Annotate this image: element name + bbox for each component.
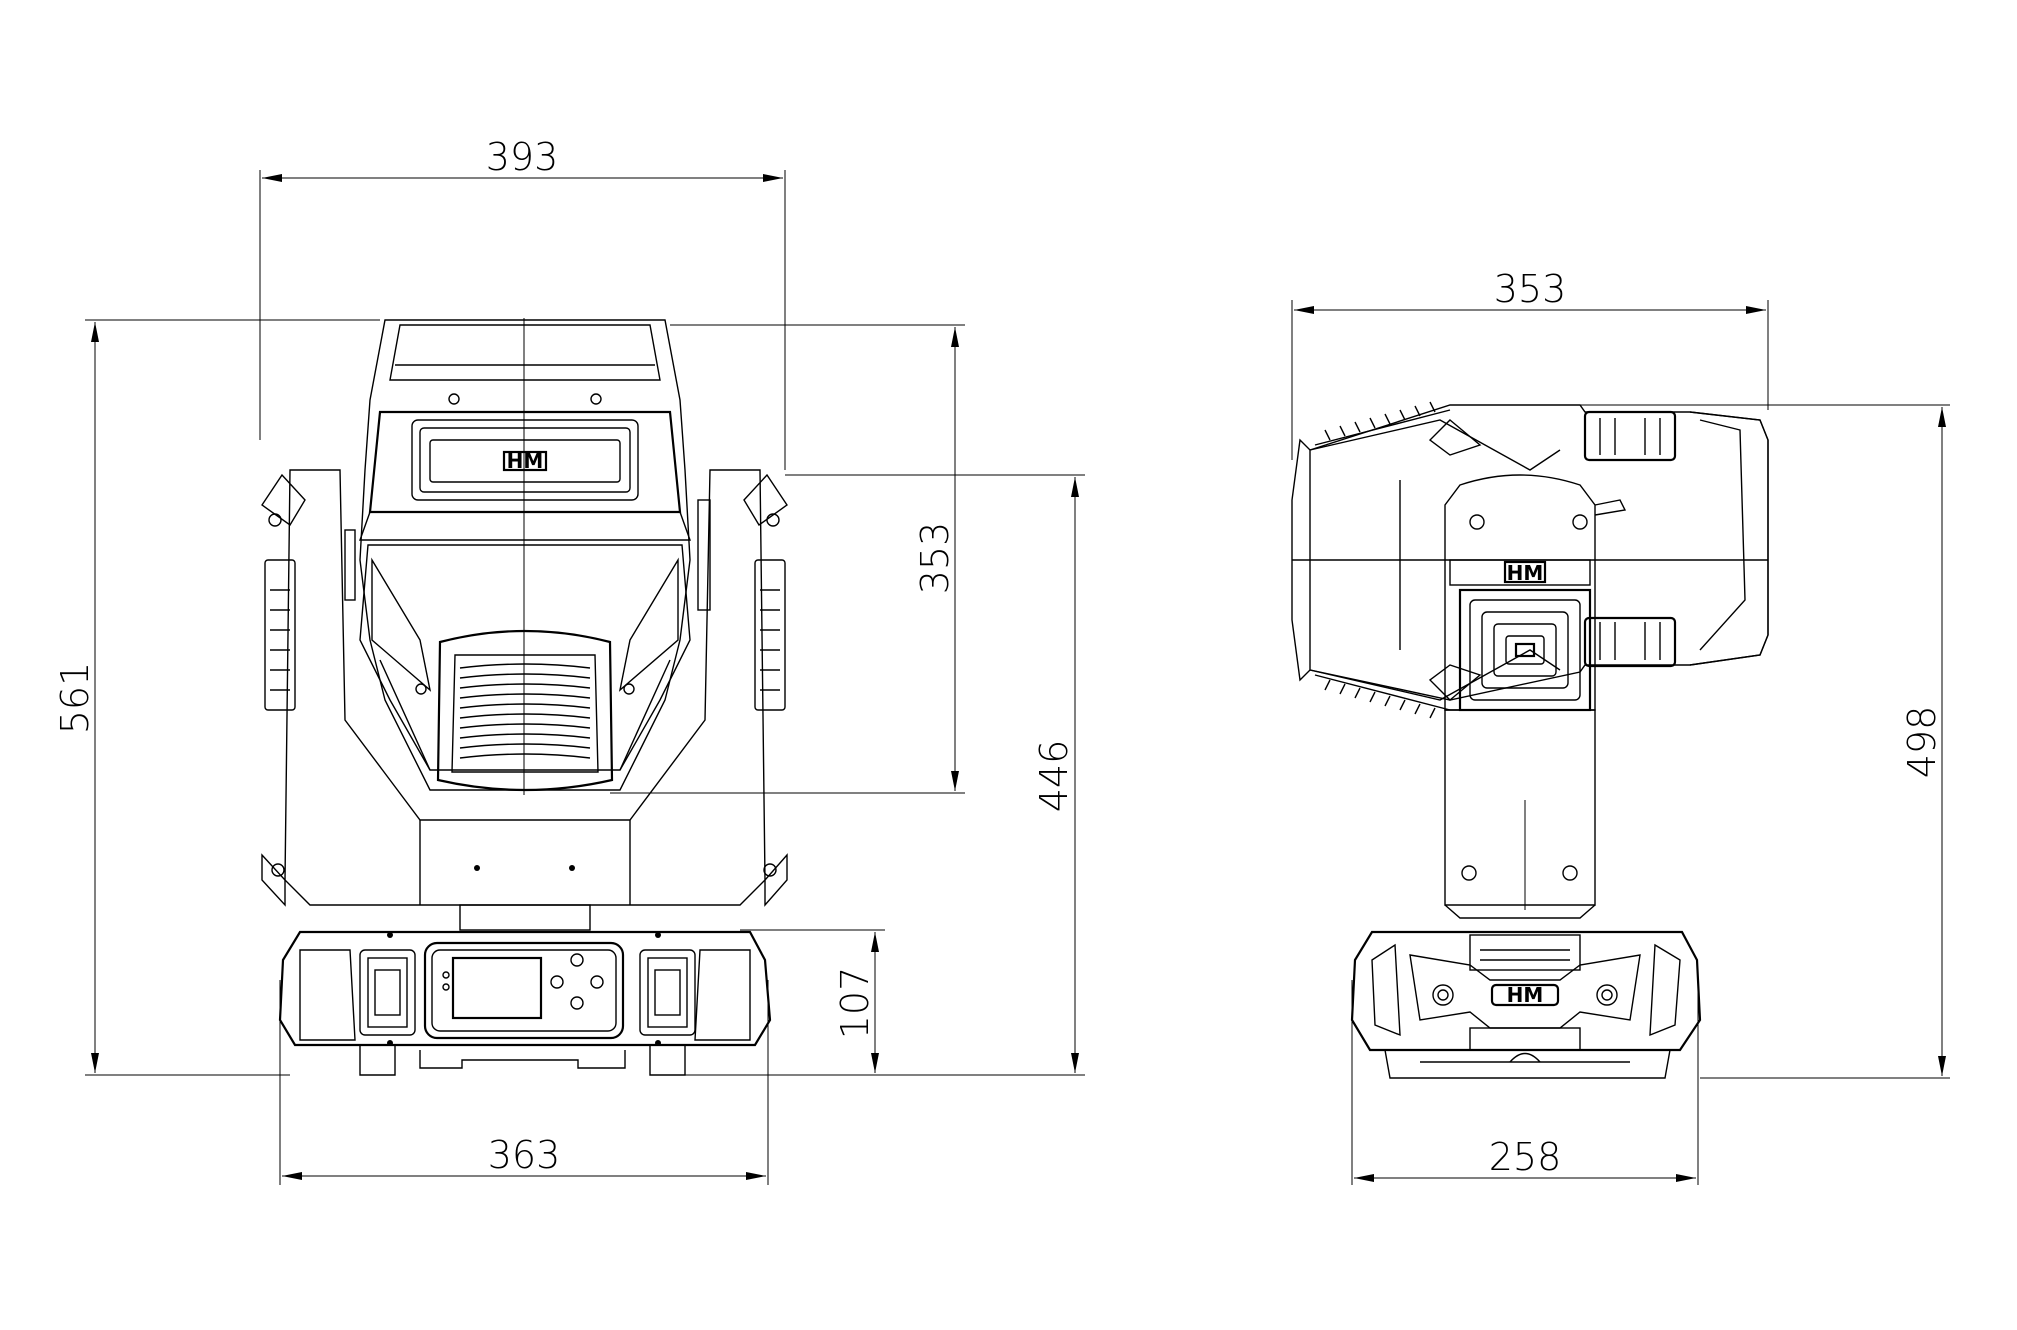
dim-front-height-total: 561 <box>53 319 380 1076</box>
front-logo: HM <box>507 449 544 473</box>
dim-label-258: 258 <box>1489 1135 1562 1179</box>
front-head: HM <box>359 319 691 792</box>
front-view: 393 561 353 446 107 <box>53 135 1085 1185</box>
dim-label-107: 107 <box>833 967 877 1040</box>
side-yoke <box>1444 709 1596 919</box>
dim-front-base-height: 107 <box>660 929 885 1076</box>
dim-side-depth: 353 <box>1291 267 1769 460</box>
dim-label-353-front: 353 <box>913 522 957 595</box>
dim-front-base-width: 363 <box>279 980 769 1185</box>
dim-label-561: 561 <box>53 662 97 735</box>
side-base: HM <box>1350 930 1702 1079</box>
front-yoke <box>261 469 788 907</box>
front-base <box>278 904 772 1076</box>
dim-side-base-depth: 258 <box>1351 980 1699 1185</box>
dim-front-width-top: 393 <box>259 135 786 470</box>
dim-label-393: 393 <box>486 135 559 179</box>
dim-side-height: 498 <box>1460 404 1950 1079</box>
side-base-logo: HM <box>1507 983 1544 1007</box>
dim-label-498: 498 <box>1900 706 1944 779</box>
dim-label-446: 446 <box>1032 740 1076 813</box>
dim-front-446: 446 <box>770 474 1085 1076</box>
side-head-logo: HM <box>1507 561 1544 585</box>
dim-label-353-side: 353 <box>1494 267 1567 311</box>
side-head: HM <box>1291 401 1769 719</box>
dim-front-head-height: 353 <box>610 324 965 794</box>
dim-label-363: 363 <box>488 1133 561 1177</box>
side-view: 353 498 258 <box>1291 267 1950 1185</box>
